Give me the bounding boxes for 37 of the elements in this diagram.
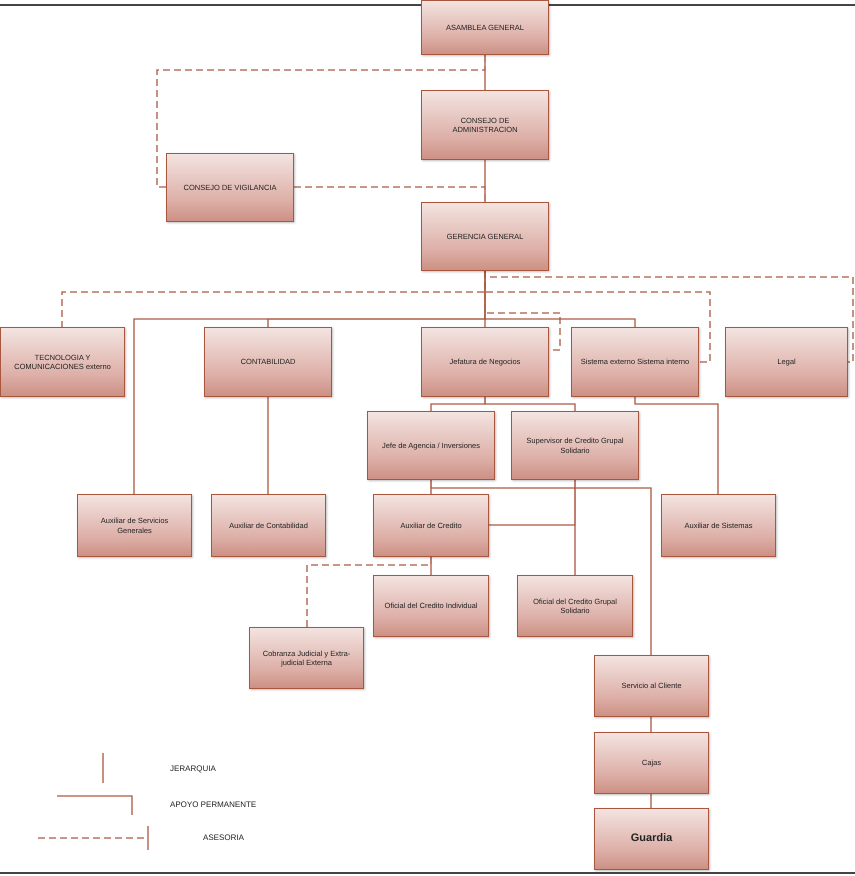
org-unit-box [367, 411, 495, 480]
connector-line [430, 480, 652, 655]
org-unit-box [421, 0, 549, 55]
org-unit-box [166, 153, 294, 222]
org-unit-box [421, 90, 549, 160]
connector-line [294, 186, 486, 202]
org-unit-box [571, 327, 699, 397]
org-unit-box [211, 494, 326, 557]
org-unit-box [77, 494, 192, 557]
legend-label: APOYO PERMANENTE [170, 800, 256, 809]
org-unit-box [373, 575, 489, 637]
org-unit-box [511, 411, 639, 480]
connector-line [484, 271, 636, 327]
connector-line [267, 397, 269, 494]
connector-line [484, 160, 486, 202]
org-unit-box [517, 575, 633, 637]
connector-line [650, 794, 652, 808]
connector-line [650, 717, 652, 732]
org-unit-box [421, 202, 549, 271]
connector-line [634, 397, 719, 494]
connector-line [156, 55, 486, 188]
unit-name: Guardia [630, 832, 672, 846]
org-unit-box [373, 494, 489, 557]
org-unit-box [594, 808, 709, 870]
org-unit-box [594, 655, 709, 717]
legend-label: ASESORIA [203, 833, 244, 842]
org-unit-box [421, 327, 549, 397]
connector-line [489, 480, 576, 526]
org-unit-box [661, 494, 776, 557]
org-unit-box [0, 327, 125, 397]
connector-line [484, 397, 576, 411]
org-unit-box [594, 732, 709, 794]
connector-line [306, 557, 432, 627]
org-unit-box [204, 327, 332, 397]
org-unit-box [249, 627, 364, 689]
org-unit-box [725, 327, 848, 397]
legend-label: JERARQUIA [170, 764, 216, 773]
